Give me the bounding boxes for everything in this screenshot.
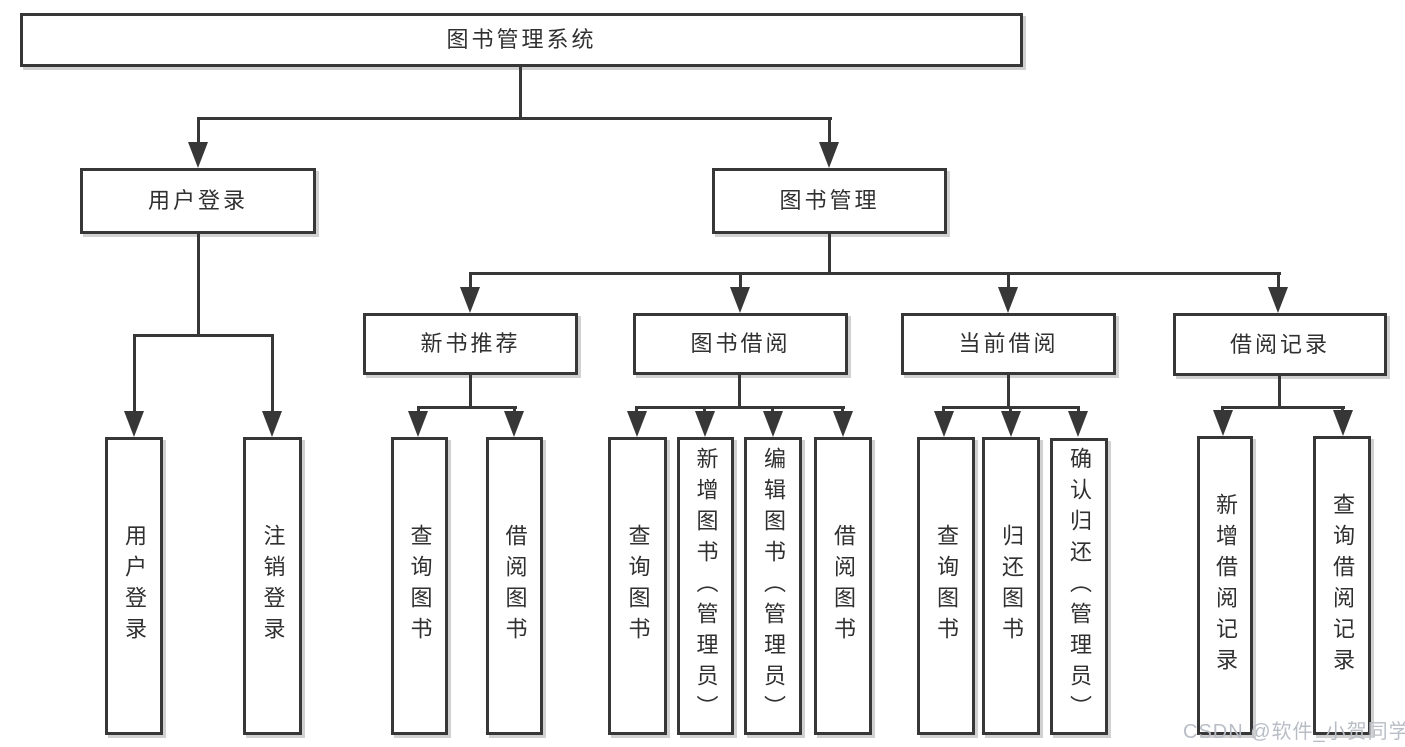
connector-records-bar (1221, 406, 1345, 409)
connector-arrow-stem (469, 272, 472, 292)
connector-arrow-stem (1277, 272, 1280, 292)
leaf-user-login: 用户登录 (105, 437, 163, 735)
arrow-down-icon (730, 287, 750, 313)
connector-book-mgmt-stem (828, 234, 831, 275)
arrow-down-icon (124, 411, 144, 437)
node-label: 图书管理系统 (446, 27, 597, 52)
arrow-down-icon (934, 411, 954, 437)
node-label: 借阅记录 (1229, 331, 1330, 357)
node-new-book-recommend: 新书推荐 (363, 313, 578, 375)
node-label: 新增图书（管理员） (693, 446, 719, 726)
node-label: 编辑图书（管理员） (761, 446, 786, 726)
node-borrowing-records: 借阅记录 (1173, 313, 1387, 376)
node-label: 用户登录 (147, 188, 248, 213)
connector-arrow-stem (828, 117, 831, 151)
node-label: 借阅图书 (831, 524, 856, 648)
connector-current-stem (1007, 375, 1010, 408)
connector-records-stem (1278, 376, 1281, 408)
node-label: 注销登录 (260, 524, 286, 648)
node-label: 确认归还（管理员） (1067, 447, 1092, 726)
node-label: 查询图书 (407, 524, 433, 648)
connector-arrow-stem (739, 272, 742, 292)
connector-root-bar (197, 117, 832, 120)
leaf-add-borrow-record: 新增借阅记录 (1197, 436, 1253, 735)
csdn-watermark: CSDN @软件_小贺同学 (1183, 721, 1405, 743)
arrow-down-icon (1333, 410, 1353, 436)
connector-arrow-stem (133, 334, 136, 415)
node-label: 新书推荐 (420, 331, 521, 356)
connector-arrow-stem (271, 334, 274, 415)
node-label: 当前借阅 (958, 331, 1059, 356)
node-book-borrowing: 图书借阅 (633, 313, 848, 375)
leaf-query-books-current: 查询图书 (917, 437, 975, 735)
node-label: 查询图书 (625, 524, 651, 648)
arrow-down-icon (504, 411, 524, 437)
node-library-management-system: 图书管理系统 (20, 13, 1023, 67)
arrow-down-icon (763, 411, 783, 437)
connector-book-mgmt-bar (469, 272, 1281, 275)
arrow-down-icon (695, 411, 715, 437)
arrow-down-icon (833, 411, 853, 437)
connector-arrow-stem (1007, 272, 1010, 292)
node-label: 查询图书 (934, 524, 959, 648)
connector-root-stem (519, 67, 522, 119)
connector-borrow-stem (738, 375, 741, 408)
node-book-management: 图书管理 (712, 168, 947, 234)
arrow-down-icon (188, 142, 208, 168)
connector-newrec-stem (469, 374, 472, 408)
connector-newrec-bar (417, 406, 517, 409)
leaf-query-books-borrow: 查询图书 (608, 437, 667, 735)
leaf-logout: 注销登录 (243, 437, 302, 735)
arrow-down-icon (408, 411, 428, 437)
leaf-borrow-books-newrec: 借阅图书 (486, 437, 543, 735)
leaf-return-books: 归还图书 (982, 437, 1040, 735)
connector-user-login-stem (197, 234, 200, 337)
connector-user-login-bar (133, 334, 274, 337)
leaf-query-books-newrec: 查询图书 (391, 437, 448, 735)
node-user-login: 用户登录 (80, 168, 316, 234)
node-label: 新增借阅记录 (1213, 492, 1238, 679)
node-current-borrowing: 当前借阅 (901, 313, 1116, 375)
arrow-down-icon (262, 411, 282, 437)
arrow-down-icon (819, 142, 839, 168)
arrow-down-icon (627, 411, 647, 437)
node-label: 查询借阅记录 (1330, 492, 1355, 679)
leaf-borrow-books-borrow: 借阅图书 (814, 437, 872, 735)
connector-borrow-bar (635, 406, 845, 409)
node-label: 用户登录 (122, 524, 147, 648)
leaf-confirm-return-admin: 确认归还（管理员） (1050, 438, 1108, 735)
leaf-edit-book-admin: 编辑图书（管理员） (744, 437, 802, 735)
leaf-query-borrow-record: 查询借阅记录 (1313, 436, 1371, 735)
connector-arrow-stem (197, 117, 200, 151)
node-label: 归还图书 (999, 524, 1024, 648)
node-label: 借阅图书 (502, 524, 528, 648)
arrow-down-icon (998, 287, 1018, 313)
node-label: 图书借阅 (690, 331, 791, 356)
leaf-add-book-admin: 新增图书（管理员） (677, 437, 734, 735)
arrow-down-icon (1068, 411, 1088, 437)
node-label: 图书管理 (779, 188, 880, 213)
arrow-down-icon (460, 287, 480, 313)
arrow-down-icon (1213, 410, 1233, 436)
arrow-down-icon (1268, 287, 1288, 313)
arrow-down-icon (1001, 411, 1021, 437)
